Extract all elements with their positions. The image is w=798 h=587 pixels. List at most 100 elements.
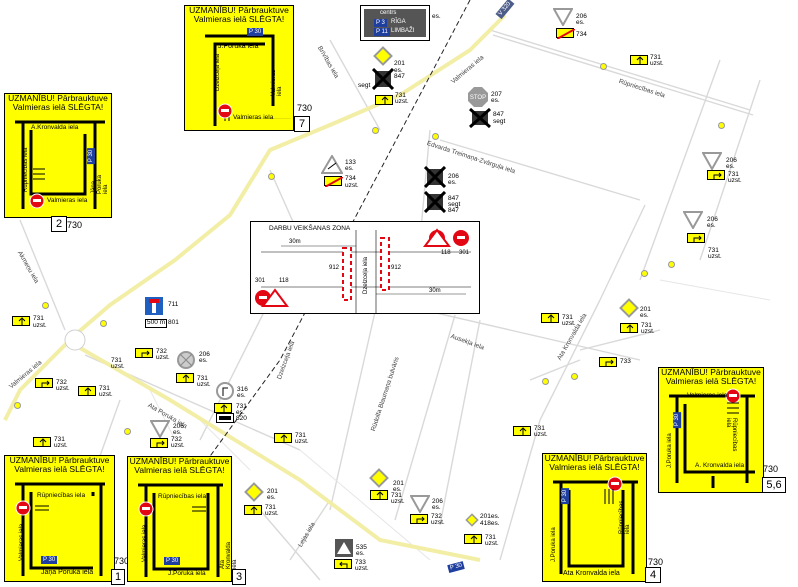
sign-label: uzst. (33, 322, 47, 329)
sign-label: uzst. (485, 540, 499, 547)
panel-warning-line2: Valmieras ielā SLĒGTA! (14, 464, 105, 474)
sign-label: uzst. (345, 182, 359, 189)
panel-number: 7 (294, 116, 310, 132)
zone-distance: 30m (289, 239, 301, 245)
work-zone-inset: DARBU VEIKŠANAS ZONA 30m 30m 301 118 912… (250, 221, 480, 314)
sign-code: 316 (237, 386, 248, 393)
panel-street: Valmieras iela (687, 392, 728, 399)
panel-street: Ata Kronvalda iela (220, 541, 238, 569)
sign-code: 206 (432, 498, 443, 505)
sign-label: uzst. (562, 320, 576, 327)
route-badge: P 11 (374, 28, 390, 36)
bus-plate-icon (216, 413, 234, 423)
sign-label: uzst. (171, 442, 185, 449)
sign-label: uzst. (156, 354, 170, 361)
sign-code: 201 (394, 60, 405, 67)
panel-street: Ata Kronvalda iela (563, 570, 620, 577)
sign-code: 731 (391, 492, 402, 499)
sign-734-icon (556, 28, 575, 39)
sign-post-icon (542, 378, 549, 385)
arrow-up-sign-icon (12, 316, 30, 326)
arrow-up-sign-icon (370, 490, 388, 500)
direction-sign: centrs P 3 RĪGA P 11 LIMBAŽI (360, 5, 430, 41)
arrow-turn-sign-icon (687, 233, 705, 243)
sign-post-icon (600, 63, 607, 70)
sign-post-icon (268, 173, 275, 180)
panel-warning-line1: UZMANĪBU! Pārbrauktuve (129, 456, 230, 466)
sign-code: 734 (345, 175, 356, 182)
detour-panel-2: UZMANĪBU! Pārbrauktuve Valmieras ielā SL… (4, 93, 112, 218)
panel-street: J.Poruka iela (218, 43, 259, 50)
no-turn-sign-icon (216, 382, 234, 400)
sign-label: es. (640, 312, 649, 319)
sign-code: 731 (295, 432, 306, 439)
sign-label: uzst. (99, 391, 113, 398)
sign-code: 731 (236, 403, 247, 410)
sign-code: 206 (173, 423, 184, 430)
sign-code: 820 (236, 415, 247, 422)
sign-code: 847 (448, 195, 459, 202)
panel-number: 2 (51, 216, 67, 232)
panel-street: Jāņa Poruka iela (91, 174, 109, 194)
panel-warning-line2: Valmieras ielā SLĒGTA! (549, 462, 640, 472)
sign-label: uzst. (295, 438, 309, 445)
sign-code: 847 (493, 111, 504, 118)
zone-sign: 118 (441, 250, 451, 256)
sign-code: 133 (345, 159, 356, 166)
sign-code: 535 (356, 544, 367, 551)
sign-734-icon (324, 176, 343, 187)
panel-street: Jāņa Poruka iela (41, 569, 94, 576)
panel-street: J.Poruka iela (551, 527, 557, 562)
sign-post-icon (124, 428, 131, 435)
sign-label: es. (236, 409, 245, 416)
zone-sign: 301 (255, 278, 266, 284)
panel-route-diagram (669, 388, 755, 488)
priority-road-sign-icon (373, 46, 393, 66)
arrow-up-sign-icon (244, 505, 262, 515)
panel-street: Dzelzceļa iela (215, 53, 221, 91)
sign-post-icon (42, 302, 49, 309)
arrow-turn-sign-icon (707, 170, 725, 180)
sign-code: 731 (728, 171, 739, 178)
sign-post-icon (372, 127, 379, 134)
panel-warning-line1: UZMANĪBU! Pārbrauktuve (8, 93, 108, 103)
sign-code: 201 (393, 480, 404, 487)
arrow-up-sign-icon (375, 95, 393, 105)
give-way-sign-icon (150, 420, 170, 438)
panel-sign-code: 730 (297, 103, 313, 113)
panel-warning-line1: UZMANĪBU! Pārbrauktuve (9, 455, 110, 465)
sign-code: 731 (111, 357, 122, 364)
sign-code: 732 (56, 379, 67, 386)
arrow-up-sign-icon (541, 313, 559, 323)
sign-label: uzst. (197, 381, 211, 388)
detour-panel-1: UZMANĪBU! Pārbrauktuve Valmieras ielā SL… (4, 455, 115, 582)
sign-label: es. (267, 494, 276, 501)
panel-street: Rūpniecības iela (37, 492, 86, 499)
arrow-turn-sign-icon (410, 514, 428, 524)
work-zone-diagram (255, 228, 471, 314)
covered-sign-icon (424, 191, 446, 213)
panel-street: Rūpniecības iela (158, 493, 207, 500)
panel-street: Rūpniecības iela (619, 500, 631, 534)
panel-number: 4 (645, 567, 661, 583)
sign-code: 201es. (480, 513, 500, 520)
panel-street: Valmieras iela (271, 69, 283, 96)
sign-post-icon (571, 373, 578, 380)
direction-centre: centrs (380, 10, 397, 16)
panel-route-diagram (205, 34, 291, 126)
sign-label: es. (707, 222, 716, 229)
sign-label: segt (448, 201, 461, 208)
give-way-sign-icon (702, 152, 722, 170)
covered-sign-icon (424, 166, 446, 188)
sign-label: es. (356, 550, 365, 557)
sign-label: uzst. (355, 565, 369, 572)
arrow-up-sign-icon (274, 433, 292, 443)
railway-crossing-sign-icon (321, 155, 343, 174)
sign-code: 731 (708, 247, 719, 254)
arrow-up-sign-icon (630, 55, 648, 65)
sign-label: uzst. (708, 253, 722, 260)
sign-code: 201 (267, 488, 278, 495)
panel-sign-code: 730 (114, 556, 130, 566)
panel-route-diagram (15, 120, 105, 209)
sign-code: 206 (448, 173, 459, 180)
